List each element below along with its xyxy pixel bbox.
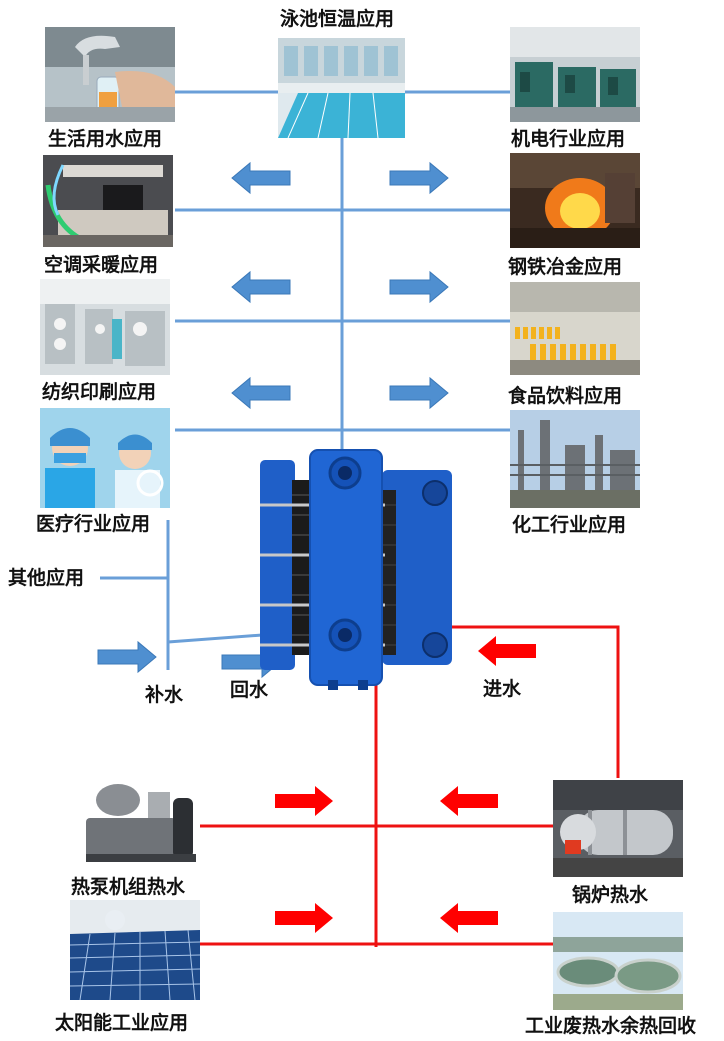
arrow-right-icon [390, 272, 448, 302]
right-app-label: 化工行业应用 [512, 514, 626, 536]
steel-photo [510, 153, 640, 248]
mechanical-photo [510, 27, 640, 122]
waste-water-photo [553, 912, 683, 1010]
left-app-label: 纺织印刷应用 [42, 381, 156, 403]
solar-label: 太阳能工业应用 [55, 1012, 188, 1034]
arrow-left-icon [440, 903, 498, 933]
arrow-left-icon [232, 163, 290, 193]
arrow-right-icon [390, 163, 448, 193]
chemical-photo [510, 410, 640, 508]
arrow-left-icon [232, 272, 290, 302]
right-app-label: 钢铁冶金应用 [508, 256, 622, 278]
hvac-photo [43, 155, 173, 247]
waste-heat-label: 工业废热水余热回收 [525, 1015, 696, 1037]
arrow-right-icon [98, 642, 156, 672]
food-photo [510, 282, 640, 375]
left-app-label: 空调采暖应用 [44, 254, 158, 276]
right-app-label: 食品饮料应用 [508, 385, 622, 407]
heat-pump-photo [78, 778, 200, 870]
arrow-right-icon [275, 786, 333, 816]
arrow-left-icon [478, 636, 536, 666]
arrow-left-icon [232, 378, 290, 408]
other-apps-label: 其他应用 [8, 567, 84, 589]
return-water-label: 回水 [230, 679, 268, 701]
left-app-label: 医疗行业应用 [36, 513, 150, 535]
plate-heat-exchanger [240, 445, 470, 690]
medical-photo [40, 408, 170, 508]
boiler-label: 锅炉热水 [572, 884, 648, 906]
arrow-right-icon [275, 903, 333, 933]
tap-water-photo [45, 27, 175, 122]
makeup-water-label: 补水 [145, 684, 183, 706]
solar-photo [70, 900, 200, 1000]
right-app-label: 机电行业应用 [511, 128, 625, 150]
heat-pump-label: 热泵机组热水 [71, 876, 185, 898]
pool-photo [278, 38, 405, 138]
arrow-left-icon [440, 786, 498, 816]
left-app-label: 生活用水应用 [48, 128, 162, 150]
center-title: 泳池恒温应用 [280, 8, 394, 30]
textile-photo [40, 279, 170, 375]
inlet-water-label: 进水 [483, 678, 521, 700]
arrow-right-icon [390, 378, 448, 408]
boiler-photo [553, 780, 683, 877]
